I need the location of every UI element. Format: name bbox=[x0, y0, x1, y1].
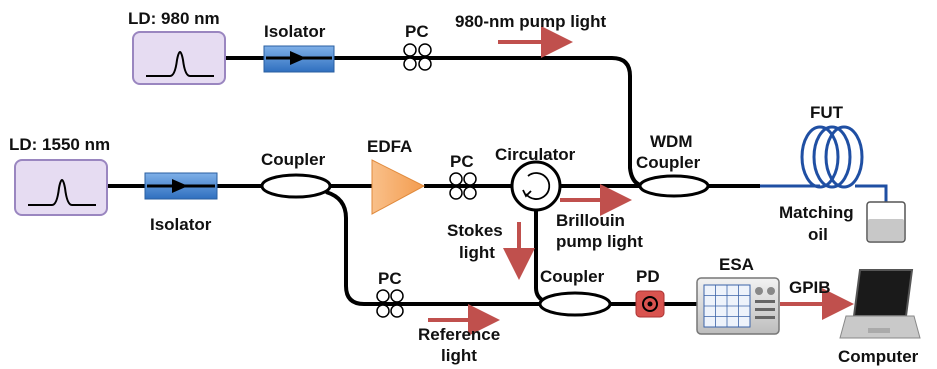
label-isolator-top: Isolator bbox=[264, 22, 326, 41]
label-ld1550: LD: 1550 nm bbox=[9, 135, 110, 154]
label-computer: Computer bbox=[838, 347, 919, 366]
label-pump980: 980-nm pump light bbox=[455, 12, 606, 31]
label-matching-line1: Matching bbox=[779, 203, 854, 222]
label-brillouin-line1: Brillouin bbox=[556, 211, 625, 230]
isolator-top bbox=[263, 45, 335, 73]
label-pd: PD bbox=[636, 267, 660, 286]
label-esa: ESA bbox=[719, 255, 754, 274]
fiber-980-line bbox=[225, 56, 647, 188]
laser-1550 bbox=[14, 159, 108, 216]
label-circulator: Circulator bbox=[495, 145, 576, 164]
label-isolator-bottom: Isolator bbox=[150, 215, 212, 234]
fut-coil bbox=[800, 125, 864, 189]
label-wdm-line1: WDM bbox=[650, 132, 692, 151]
pc-bottom bbox=[376, 289, 404, 318]
signal-arrows bbox=[428, 26, 854, 336]
label-gpib: GPIB bbox=[789, 278, 831, 297]
label-coupler-bottom: Coupler bbox=[540, 267, 605, 286]
wdm-coupler bbox=[638, 174, 710, 198]
coupler-bottom bbox=[538, 291, 612, 317]
label-pc-top: PC bbox=[405, 22, 429, 41]
fiber-circulator-down bbox=[534, 208, 547, 304]
label-matching-line2: oil bbox=[808, 225, 828, 244]
isolator-bottom bbox=[144, 172, 218, 200]
photodetector bbox=[635, 290, 665, 318]
matching-oil-cup bbox=[866, 201, 906, 243]
circulator bbox=[510, 160, 562, 212]
label-coupler-left: Coupler bbox=[261, 150, 326, 169]
label-stokes-line1: Stokes bbox=[447, 221, 503, 240]
esa-analyzer bbox=[696, 277, 780, 335]
label-stokes-line2: light bbox=[459, 243, 495, 262]
fiber-reference-branch bbox=[325, 190, 540, 306]
label-ld980: LD: 980 nm bbox=[128, 9, 220, 28]
edfa-amplifier bbox=[371, 159, 426, 215]
label-pc-bottom: PC bbox=[378, 269, 402, 288]
label-brillouin-line2: pump light bbox=[556, 232, 643, 251]
label-reference-line1: Reference bbox=[418, 325, 500, 344]
laptop-computer bbox=[839, 269, 921, 339]
pc-top bbox=[403, 43, 432, 71]
label-pc-mid: PC bbox=[450, 152, 474, 171]
label-fut: FUT bbox=[810, 103, 844, 122]
label-reference-line2: light bbox=[441, 346, 477, 365]
coupler-left bbox=[260, 173, 332, 199]
label-wdm-line2: Coupler bbox=[636, 153, 701, 172]
pc-mid bbox=[449, 172, 477, 200]
laser-980 bbox=[132, 31, 226, 85]
labels: LD: 980 nm LD: 1550 nm Isolator Isolator… bbox=[9, 9, 919, 366]
label-edfa: EDFA bbox=[367, 137, 412, 156]
